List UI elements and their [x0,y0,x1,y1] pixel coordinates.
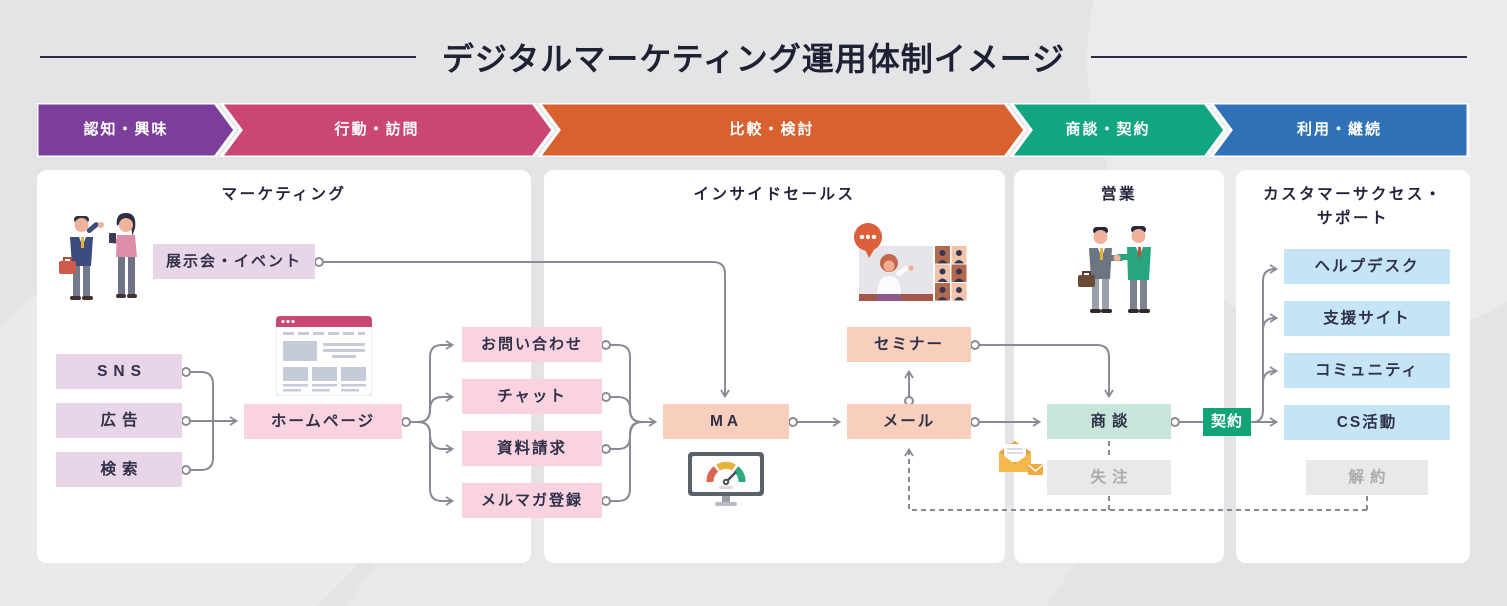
funnel-stage-shape-compare-consider [537,103,1027,157]
panel-title-marketing: マーケティング [221,186,347,203]
funnel-stage-compare-consider: 比較・検討 [729,121,815,138]
node-seminar: セミナー [847,327,971,362]
funnel-stage-shape-awareness [37,103,237,157]
node-support-site: 支援サイト [1284,301,1450,336]
node-meeting: 商談 [1047,404,1171,439]
panel-title-sales: 営業 [1100,186,1137,203]
funnel-stage-shape-action-visit [219,103,555,157]
node-mail: メール [847,404,971,439]
two-businesspeople-illustration [59,213,137,300]
node-ads: 広告 [56,403,182,438]
node-chat: チャット [462,379,602,414]
panel-title-inside-sales: インサイドセールス [693,186,856,203]
node-inquiry: お問い合わせ [462,327,602,362]
funnel-stage-use-continue: 利用・継続 [1296,121,1382,138]
funnel-stage-awareness: 認知・興味 [83,121,169,138]
online-seminar-video-call-illustration [854,223,967,301]
node-cancel: 解約 [1306,460,1428,495]
funnel-stage-action-visit: 行動・訪問 [334,121,420,138]
funnel-stage-negotiation-contract: 商談・契約 [1065,121,1151,138]
node-community: コミュニティ [1284,353,1450,388]
node-contract-badge: 契約 [1203,408,1251,436]
title-row: デジタルマーケティング運用体制イメージ [0,34,1507,80]
panel-title-customer-success: カスタマーサクセス・サポート [1263,186,1443,228]
node-search: 検索 [56,452,182,487]
node-sns: SNS [56,354,182,389]
title-rule-right [1091,56,1468,58]
node-helpdesk: ヘルプデスク [1284,249,1450,284]
business-handshake-illustration [1078,226,1151,313]
node-cs-activity: CS活動 [1284,405,1450,440]
website-browser-illustration [276,316,372,396]
marketing-automation-gauge-dashboard-illustration [688,452,764,506]
node-lost: 失注 [1047,460,1171,495]
node-homepage: ホームページ [244,404,402,439]
title-rule-left [40,56,416,58]
node-ma: MA [663,404,789,439]
email-envelopes-illustration [999,441,1043,475]
node-exhibition-event: 展示会・イベント [153,244,315,279]
node-doc-request: 資料請求 [462,431,602,466]
node-newsletter: メルマガ登録 [462,483,602,518]
page-title: デジタルマーケティング運用体制イメージ [441,41,1066,77]
